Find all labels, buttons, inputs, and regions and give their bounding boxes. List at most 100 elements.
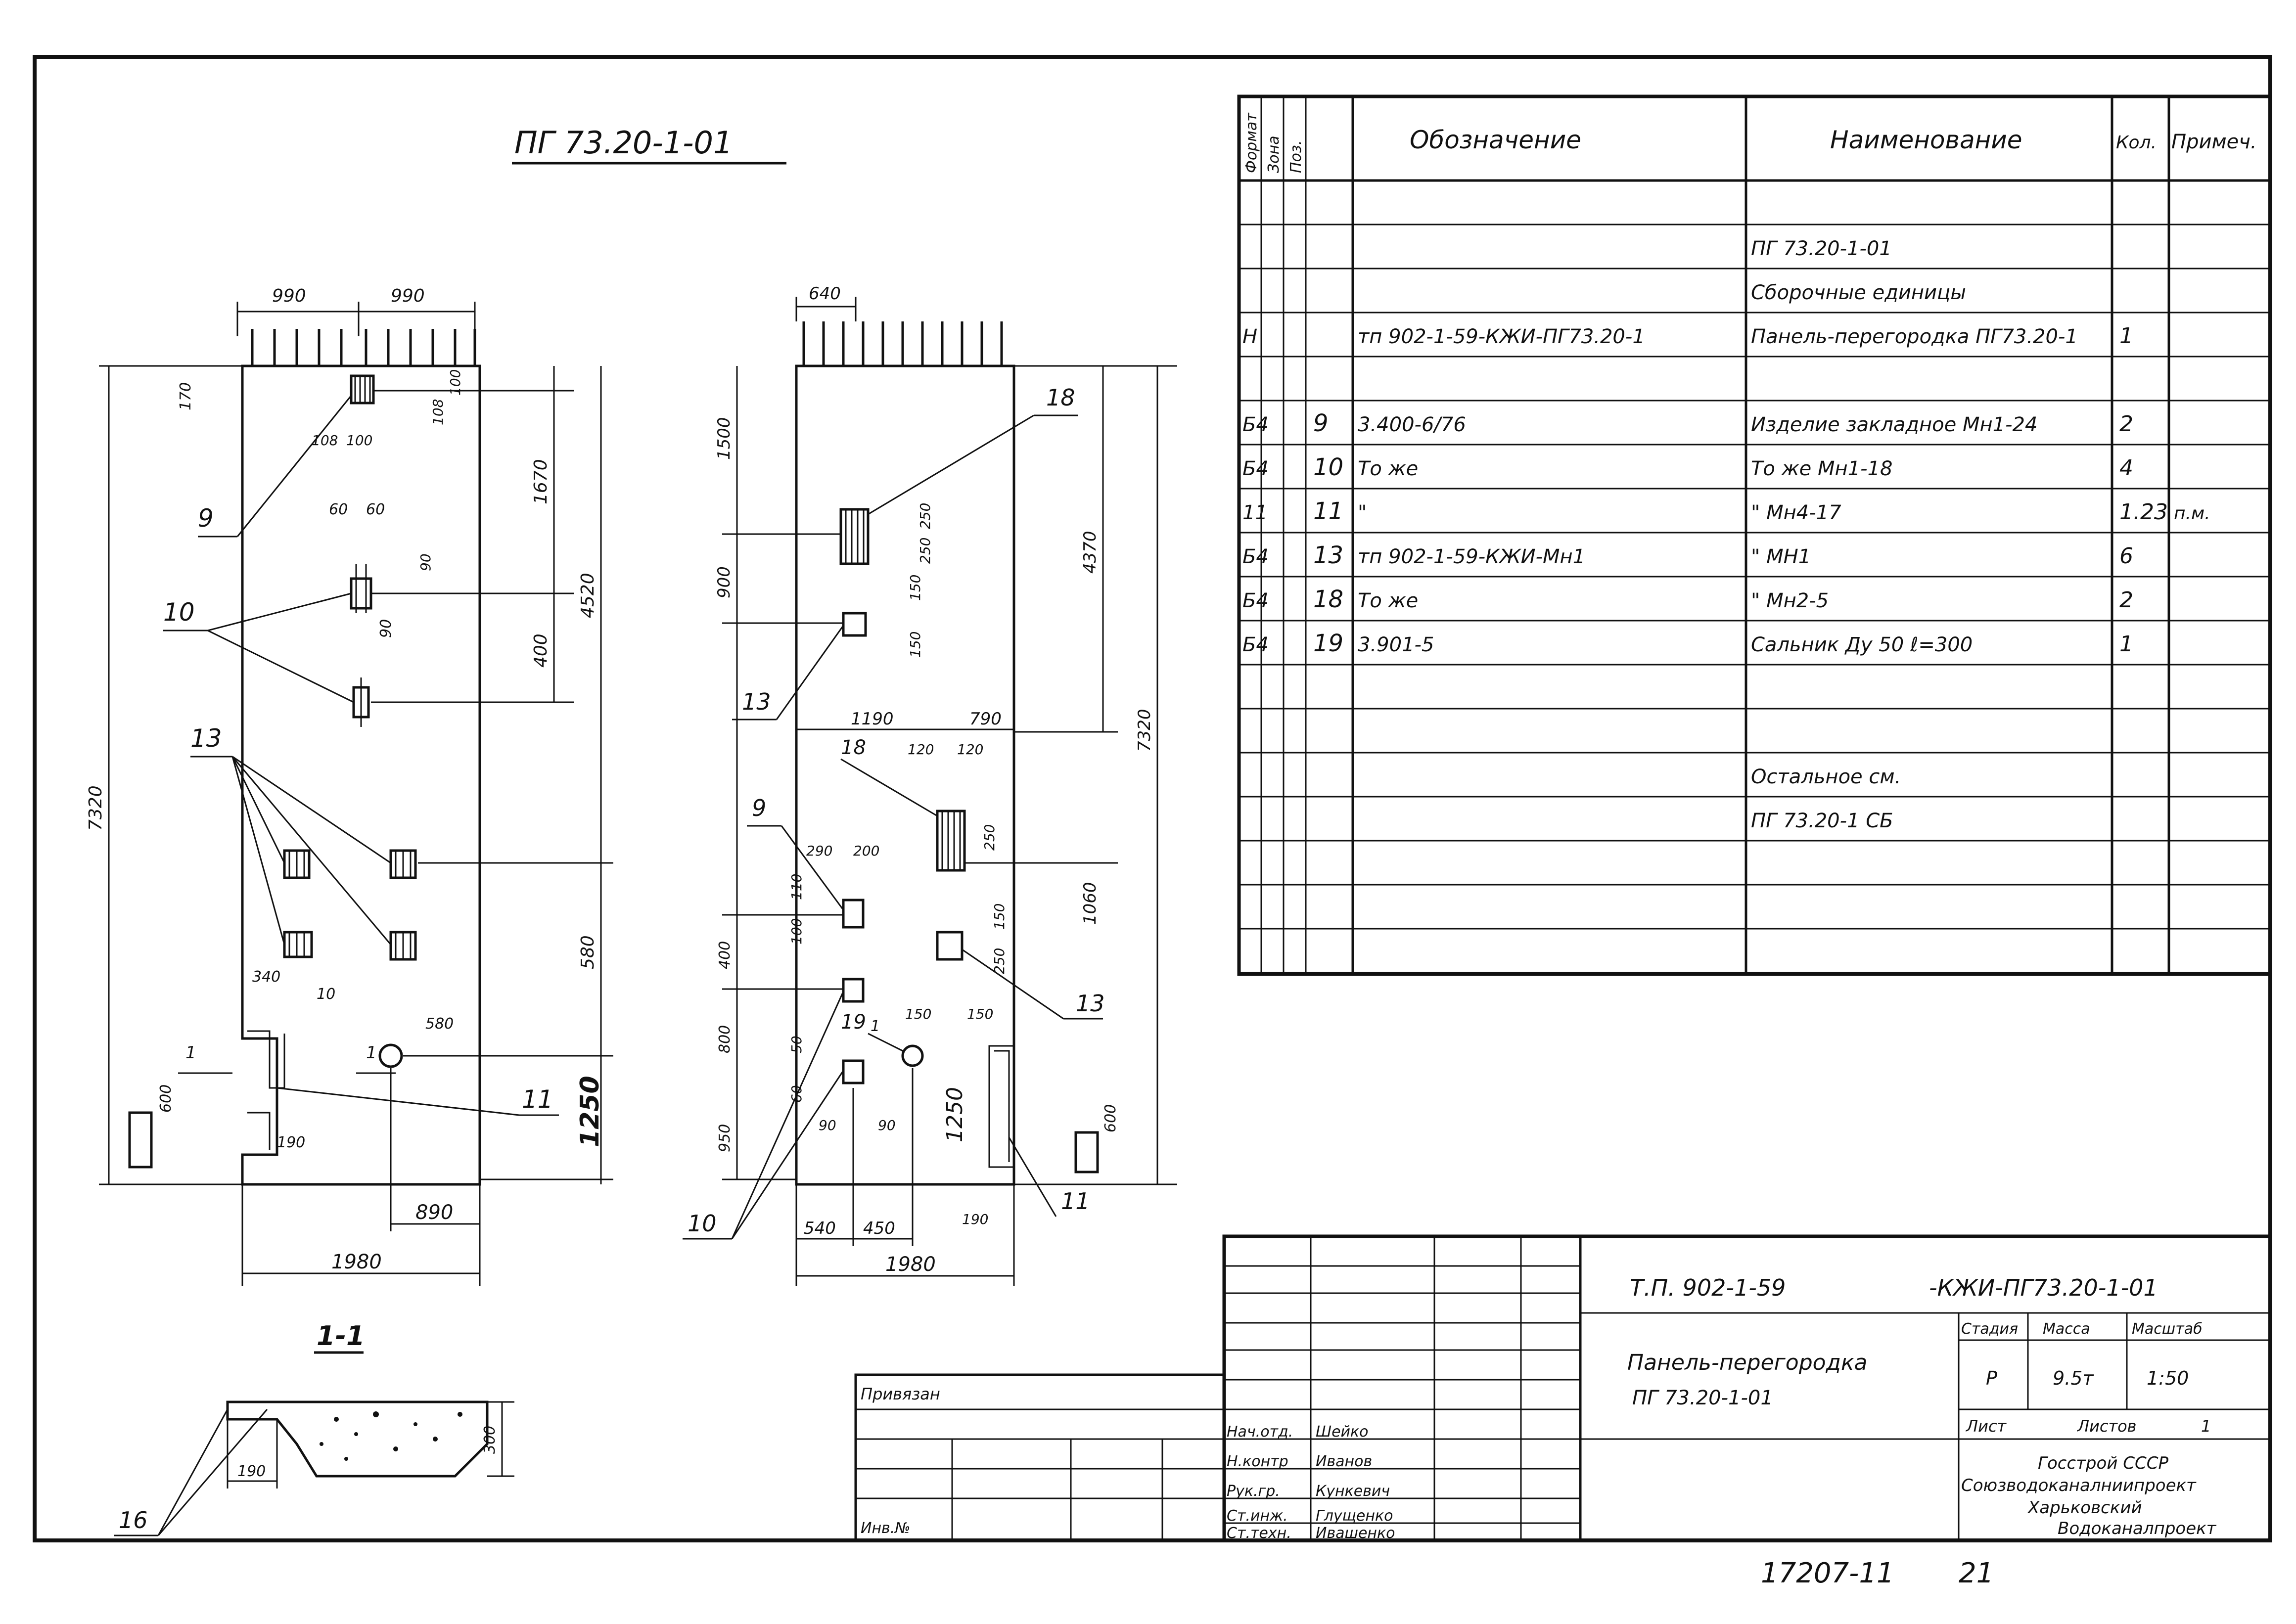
dim-450: 450 <box>863 1218 895 1238</box>
dim-120-b: 120 <box>957 741 983 758</box>
spec-cell-pos: 11 <box>1313 497 1343 525</box>
spec-cell-pos: 19 <box>1313 630 1343 657</box>
spec-cell-des: тп 902-1-59-КЖИ-Мн1 <box>1358 545 1585 568</box>
spec-cell-name: ПГ 73.20-1-01 <box>1751 237 1892 260</box>
dim-340: 340 <box>252 968 280 986</box>
spec-cell-qty: 1 <box>2119 323 2133 349</box>
dim-150-c: 150 <box>991 903 1008 930</box>
signature-role: Ст.инж. <box>1227 1507 1288 1525</box>
stage-header: Стадия <box>1961 1320 2018 1338</box>
org-line3: Харьковский <box>2027 1498 2142 1518</box>
spec-cell-pos: 9 <box>1313 409 1329 437</box>
opening-small-front <box>128 1111 153 1169</box>
dim-640: 640 <box>809 284 841 304</box>
dim-1250-side: 1250 <box>942 1087 967 1142</box>
mass-value: 9.5т <box>2053 1367 2094 1389</box>
dim-400-side: 400 <box>716 941 734 969</box>
callout-11-front: 11 <box>522 1085 553 1114</box>
sheet-label: Лист <box>1966 1417 2007 1436</box>
signature-role: Нач.отд. <box>1227 1423 1293 1441</box>
dim-1500: 1500 <box>714 417 734 460</box>
spec-cell-note: п.м. <box>2174 503 2210 524</box>
section-1-1: 1-1 300 190 16 <box>114 1320 514 1536</box>
spec-cell-fmt: Б4 <box>1242 589 1269 612</box>
dim-580-b: 580 <box>425 1015 454 1033</box>
dim-50: 50 <box>788 1036 805 1053</box>
signature-name: Глущенко <box>1316 1507 1393 1525</box>
dim-200: 200 <box>853 843 879 859</box>
embed-13-c <box>283 931 313 958</box>
doc-code-suffix: -КЖИ-ПГ73.20-1-01 <box>1929 1274 2158 1301</box>
spec-cell-name: Панель-перегородка ПГ73.20-1 <box>1751 325 2078 348</box>
spec-cell-fmt: Н <box>1242 325 1257 348</box>
dim-250-c: 250 <box>981 824 998 851</box>
dim-580: 580 <box>578 935 598 969</box>
dim-7320-side: 7320 <box>1135 709 1154 752</box>
dim-540: 540 <box>804 1218 836 1238</box>
dim-10: 10 <box>317 986 335 1003</box>
section-title: 1-1 <box>317 1320 365 1352</box>
section-mark-side-a: 1 <box>871 1018 880 1035</box>
callout-13-side-mid: 13 <box>1076 990 1105 1017</box>
dim-250-a: 250 <box>917 503 933 529</box>
dim-400: 400 <box>531 633 551 668</box>
dim-170: 170 <box>177 382 194 410</box>
section-mark-left-b: 1 <box>366 1043 377 1063</box>
section-mark-left-a: 1 <box>185 1043 196 1063</box>
side-view: 640 1500 900 400 800 950 4370 7320 1060 <box>683 284 1177 1286</box>
embed-10-side-a <box>842 978 865 1003</box>
dim-110: 110 <box>788 874 805 900</box>
sheets-value: 1 <box>2201 1417 2211 1436</box>
dim-1250: 1250 <box>575 1076 605 1147</box>
dim-790: 790 <box>969 709 1002 729</box>
callout-16: 16 <box>119 1507 148 1534</box>
dim-90-side-a: 90 <box>819 1117 836 1133</box>
dim-190-front: 190 <box>277 1134 305 1151</box>
spec-cell-name: " Мн2-5 <box>1751 589 1829 612</box>
dim-150-d: 150 <box>905 1006 931 1022</box>
callout-13-front: 13 <box>190 724 222 753</box>
spec-cell-fmt: Б4 <box>1242 413 1269 436</box>
spec-cell-fmt: Б4 <box>1242 545 1269 568</box>
callout-18-top: 18 <box>1046 384 1075 411</box>
dim-108-b: 108 <box>430 399 446 425</box>
spec-header-name: Наименование <box>1830 126 2022 154</box>
spec-cell-name: Сборочные единицы <box>1751 281 1966 304</box>
dim-60-a: 60 <box>329 501 348 518</box>
dim-100-side: 100 <box>788 918 805 945</box>
spec-cell-qty: 1.23 <box>2119 499 2168 525</box>
embed-18-mid <box>936 810 966 872</box>
lifting-loops-side <box>802 321 1003 366</box>
spec-cell-des: 3.901-5 <box>1358 633 1434 656</box>
dim-4520: 4520 <box>578 573 598 618</box>
doc-name-line1: Панель-перегородка <box>1627 1350 1868 1375</box>
dim-190-side: 190 <box>962 1211 988 1227</box>
dim-top-right: 990 <box>391 286 425 306</box>
spec-cell-fmt: 11 <box>1242 501 1268 524</box>
spec-cell-des: То же <box>1358 589 1418 612</box>
dim-90-a: 90 <box>417 553 434 571</box>
dim-1060: 1060 <box>1080 882 1100 925</box>
signature-name: Кункевич <box>1316 1483 1390 1500</box>
dim-150-a: 150 <box>907 575 923 601</box>
dim-290: 290 <box>806 843 832 859</box>
spec-cell-name: То же Мн1-18 <box>1751 457 1892 480</box>
spec-cell-qty: 1 <box>2119 632 2133 657</box>
dim-250-d: 250 <box>991 948 1008 974</box>
org-line4: Водоканалпроект <box>2058 1519 2217 1538</box>
dim-150-b: 150 <box>907 632 923 658</box>
dim-1980-side: 1980 <box>885 1253 936 1276</box>
dim-120-a: 120 <box>908 741 934 758</box>
scale-header: Масштаб <box>2132 1320 2203 1338</box>
org-line2: Союзводоканалниипроект <box>1961 1476 2197 1495</box>
signature-role: Н.контр <box>1227 1453 1288 1470</box>
dim-250-b: 250 <box>917 538 933 564</box>
section-dim-300: 300 <box>481 1426 499 1454</box>
dim-7320-front: 7320 <box>86 785 106 831</box>
spec-cell-name: Изделие закладное Мн1-24 <box>1751 413 2037 436</box>
signature-name: Иванов <box>1316 1453 1372 1470</box>
privyazan-label: Привязан <box>861 1385 940 1403</box>
embed-13-side-top <box>842 612 867 637</box>
dim-4370: 4370 <box>1080 531 1100 574</box>
